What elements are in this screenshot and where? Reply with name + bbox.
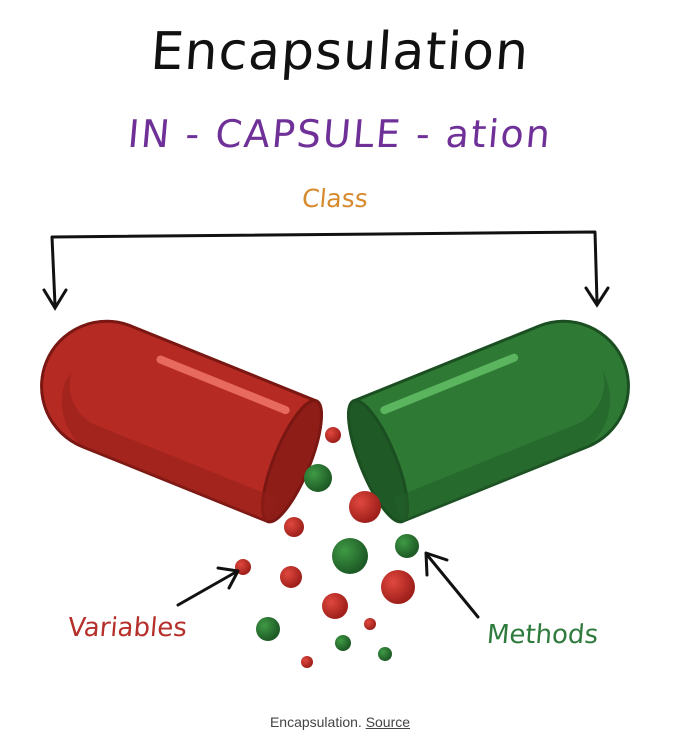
variables-arrow <box>176 566 240 607</box>
method-ball <box>256 617 280 641</box>
variable-ball <box>301 656 313 668</box>
method-ball <box>378 647 392 661</box>
source-link[interactable]: Source <box>365 714 411 730</box>
variable-ball <box>364 618 376 630</box>
method-ball <box>335 635 351 651</box>
variable-ball <box>284 517 304 537</box>
class-bracket <box>42 230 610 311</box>
green-capsule-half <box>346 319 630 524</box>
variable-ball <box>280 566 302 588</box>
variable-ball <box>325 427 341 443</box>
method-ball <box>332 538 368 574</box>
variables-label: Variables <box>66 613 189 643</box>
figure-caption: Encapsulation. Source <box>0 714 680 730</box>
methods-arrow <box>424 551 480 619</box>
method-ball <box>395 534 419 558</box>
variables-methods-balls <box>235 427 419 668</box>
variable-ball <box>381 570 415 604</box>
variable-ball <box>349 491 381 523</box>
red-capsule-half <box>40 319 324 524</box>
methods-label: Methods <box>485 620 600 650</box>
method-ball <box>304 464 332 492</box>
caption-text: Encapsulation. <box>269 714 362 730</box>
variable-ball <box>322 593 348 619</box>
encapsulation-figure: Encapsulation IN - CAPSULE - ation Class <box>40 22 630 668</box>
capsule-illustration <box>40 230 630 668</box>
